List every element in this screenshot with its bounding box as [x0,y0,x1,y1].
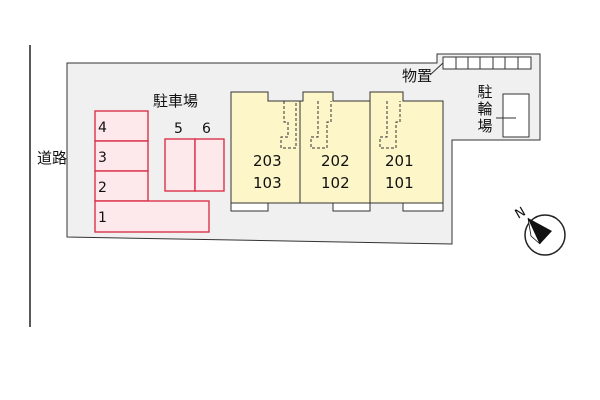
parking-number-5: 5 [174,121,183,137]
parking-number-4: 4 [98,120,107,136]
unit-101-label: 101 [385,174,414,192]
parking-spaces-left [94,110,210,233]
parking-number-2: 2 [98,180,107,196]
bicycle-parking-label: 駐 輪 場 [477,83,493,135]
storage-boxes [429,56,532,76]
parking-spaces-right [164,138,225,192]
parking-space-3 [94,140,149,172]
storage-label: 物置 [402,67,433,85]
bicycle-parking-area [496,93,530,138]
unit-203-label: 203 [253,152,282,170]
unit-202-label: 202 [321,152,350,170]
road-label: 道路 [37,149,68,167]
parking-label: 駐車場 [153,92,199,110]
parking-number-6: 6 [202,121,211,137]
unit-103-label: 103 [253,174,282,192]
parking-space-5 [164,138,196,192]
unit-201-label: 201 [385,152,414,170]
unit-102-label: 102 [321,174,350,192]
parking-space-6 [194,138,225,192]
building [230,91,444,212]
parking-space-2 [94,170,149,202]
parking-space-1 [94,200,210,233]
compass-icon [524,214,566,256]
parking-number-1: 1 [98,210,107,226]
parking-number-3: 3 [98,150,107,166]
